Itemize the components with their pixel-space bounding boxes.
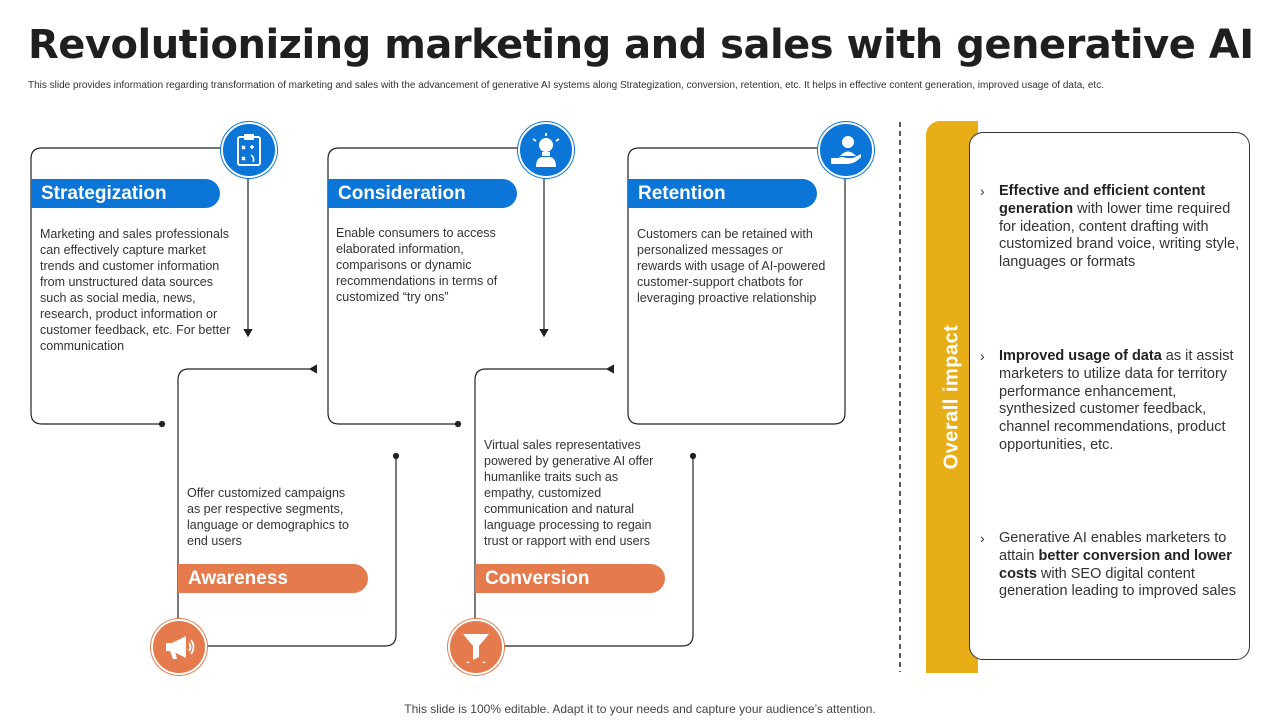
head-lightbulb-icon — [532, 133, 560, 167]
impact-item: ›Improved usage of data as it assist mar… — [980, 348, 1234, 453]
impact-item: ›Effective and efficient content generat… — [980, 183, 1240, 271]
consideration-label: Consideration — [328, 179, 517, 208]
retention-label: Retention — [628, 179, 817, 208]
overall-impact-box — [969, 132, 1250, 660]
consideration-icon-circle — [518, 122, 574, 178]
strategization-box-outline — [30, 147, 230, 425]
retention-box-outline — [627, 147, 846, 425]
awareness-icon-circle — [151, 619, 207, 675]
strategization-label: Strategization — [31, 179, 220, 208]
impact-item: ›Generative AI enables marketers to atta… — [980, 530, 1236, 600]
conversion-icon-circle — [448, 619, 504, 675]
consideration-box-outline — [327, 147, 527, 425]
footer-note: This slide is 100% editable. Adapt it to… — [404, 702, 876, 716]
hand-person-icon — [831, 136, 861, 164]
consideration-text: Enable consumers to access elaborated in… — [336, 226, 498, 304]
chevron-right-icon: › — [980, 183, 985, 199]
strategization-icon-circle — [221, 122, 277, 178]
page-subtitle: This slide provides information regardin… — [28, 80, 1104, 91]
awareness-label: Awareness — [178, 564, 368, 593]
overall-impact-label: Overall impact — [940, 324, 963, 470]
chevron-right-icon: › — [980, 530, 985, 546]
megaphone-icon — [166, 636, 195, 659]
conversion-text: Virtual sales representatives powered by… — [484, 438, 654, 548]
page-title: Revolutionizing marketing and sales with… — [28, 22, 1254, 68]
strategization-text: Marketing and sales professionals can ef… — [40, 227, 231, 353]
funnel-icon — [463, 634, 489, 663]
retention-icon-circle — [818, 122, 874, 178]
retention-text: Customers can be retained with personali… — [637, 227, 826, 305]
chevron-right-icon: › — [980, 348, 985, 364]
clipboard-strategy-icon — [237, 134, 261, 166]
awareness-text: Offer customized campaigns as per respec… — [187, 486, 349, 548]
conversion-label: Conversion — [475, 564, 665, 593]
